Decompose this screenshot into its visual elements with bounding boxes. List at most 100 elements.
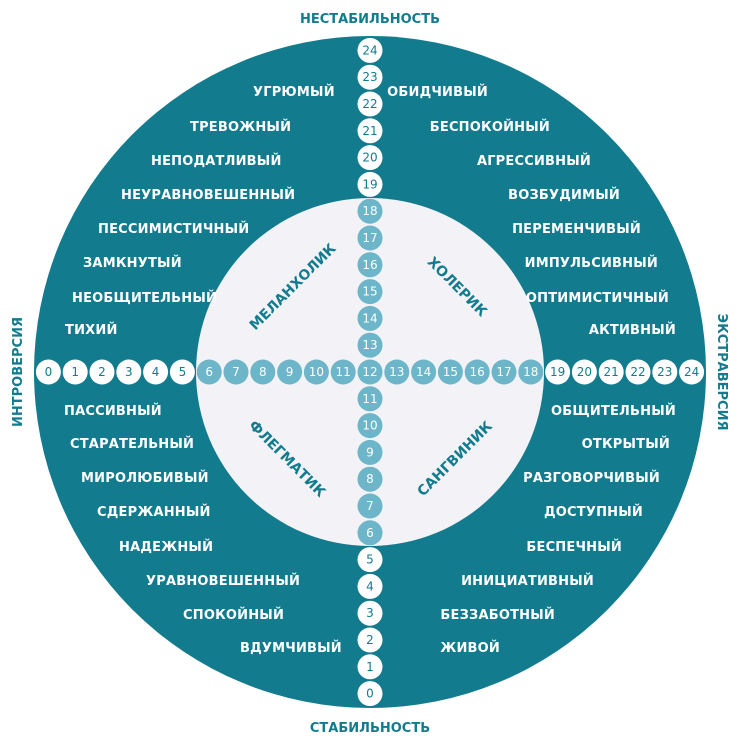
scale-bubble: 17	[491, 359, 517, 385]
bubble-circle	[357, 37, 383, 63]
bubble-number: 11	[336, 365, 351, 379]
bubble-circle	[357, 573, 383, 599]
trait-label: СТАРАТЕЛЬНЫЙ	[70, 436, 194, 452]
trait-label: ДОСТУПНЫЙ	[544, 504, 643, 520]
bubble-number: 10	[309, 365, 324, 379]
scale-bubble: 14	[357, 305, 383, 331]
scale-bubble: 0	[357, 681, 383, 707]
scale-bubble: 6	[357, 520, 383, 546]
scale-bubble: 13	[384, 359, 410, 385]
bubble-number: 17	[362, 231, 377, 245]
trait-label: ВОЗБУДИМЫЙ	[508, 187, 620, 203]
bubble-circle	[384, 359, 410, 385]
bubble-number: 20	[577, 365, 592, 379]
bubble-number: 1	[366, 660, 374, 674]
bubble-number: 23	[657, 365, 672, 379]
bubble-circle	[357, 305, 383, 331]
bubble-circle	[625, 359, 651, 385]
trait-label: УГРЮМЫЙ	[253, 84, 335, 100]
scale-bubble: 7	[357, 493, 383, 519]
trait-label: ТРЕВОЖНЫЙ	[190, 119, 291, 135]
bubble-number: 5	[366, 553, 374, 567]
bubble-number: 12	[362, 365, 377, 379]
bubble-circle	[357, 171, 383, 197]
bubble-circle	[357, 64, 383, 90]
trait-label: СПОКОЙНЫЙ	[183, 607, 284, 623]
bubble-circle	[357, 493, 383, 519]
bubble-number: 7	[232, 365, 240, 379]
scale-bubble: 3	[357, 600, 383, 626]
trait-label: ВДУМЧИВЫЙ	[240, 640, 342, 656]
trait-label: ПЕССИМИСТИЧНЫЙ	[98, 221, 249, 237]
scale-bubble: 19	[357, 171, 383, 197]
trait-label: ОТКРЫТЫЙ	[582, 436, 670, 452]
bubble-number: 16	[362, 258, 377, 272]
bubble-number: 7	[366, 499, 374, 513]
bubble-circle	[277, 359, 303, 385]
bubble-number: 0	[45, 365, 53, 379]
bubble-circle	[357, 332, 383, 358]
bubble-circle	[411, 359, 437, 385]
bubble-number: 5	[179, 365, 187, 379]
trait-label: ОБИДЧИВЫЙ	[387, 84, 488, 100]
scale-bubble: 9	[277, 359, 303, 385]
scale-bubble: 1	[357, 654, 383, 680]
scale-bubble: 7	[223, 359, 249, 385]
trait-label: СДЕРЖАННЫЙ	[97, 504, 211, 520]
bubble-circle	[62, 359, 88, 385]
bubble-circle	[357, 547, 383, 573]
bubble-number: 21	[604, 365, 619, 379]
bubble-circle	[679, 359, 705, 385]
scale-bubble: 14	[411, 359, 437, 385]
bubble-circle	[116, 359, 142, 385]
bubble-circle	[518, 359, 544, 385]
bubble-circle	[545, 359, 571, 385]
bubble-circle	[330, 359, 356, 385]
bubble-number: 20	[362, 151, 377, 165]
bubble-circle	[169, 359, 195, 385]
scale-bubble: 22	[625, 359, 651, 385]
bubble-number: 9	[286, 365, 294, 379]
scale-bubble: 16	[464, 359, 490, 385]
bubble-circle	[223, 359, 249, 385]
bubble-number: 19	[550, 365, 565, 379]
axis-label-top: НЕСТАБИЛЬНОСТЬ	[300, 12, 440, 27]
scale-bubble: 20	[571, 359, 597, 385]
bubble-number: 24	[362, 43, 377, 57]
bubble-number: 18	[362, 204, 377, 218]
trait-label: АКТИВНЫЙ	[589, 322, 676, 338]
bubble-circle	[491, 359, 517, 385]
scale-bubble: 24	[357, 37, 383, 63]
scale-bubble: 10	[303, 359, 329, 385]
axis-label-right: ЭКСТРАВЕРСИЯ	[714, 314, 729, 431]
bubble-number: 14	[362, 311, 377, 325]
bubble-number: 14	[416, 365, 431, 379]
scale-bubble: 13	[357, 332, 383, 358]
scale-bubble: 8	[357, 466, 383, 492]
bubble-number: 1	[71, 365, 79, 379]
bubble-circle	[357, 279, 383, 305]
bubble-number: 6	[366, 526, 374, 540]
trait-label: НАДЕЖНЫЙ	[119, 539, 213, 555]
bubble-number: 3	[366, 606, 374, 620]
bubble-circle	[357, 225, 383, 251]
scale-bubble: 22	[357, 91, 383, 117]
scale-bubble: 3	[116, 359, 142, 385]
scale-bubble: 17	[357, 225, 383, 251]
trait-label: ЗАМКНУТЫЙ	[83, 255, 182, 271]
bubble-circle	[357, 198, 383, 224]
trait-label: ПАССИВНЫЙ	[64, 403, 162, 419]
trait-label: ЖИВОЙ	[440, 640, 500, 656]
bubble-number: 8	[259, 365, 267, 379]
bubble-circle	[89, 359, 115, 385]
bubble-number: 16	[470, 365, 485, 379]
scale-bubble: 12	[357, 359, 383, 385]
bubble-number: 3	[125, 365, 133, 379]
scale-bubble: 18	[518, 359, 544, 385]
scale-bubble: 23	[357, 64, 383, 90]
bubble-number: 15	[443, 365, 458, 379]
trait-label: БЕСПОКОЙНЫЙ	[430, 119, 550, 135]
bubble-number: 17	[496, 365, 511, 379]
